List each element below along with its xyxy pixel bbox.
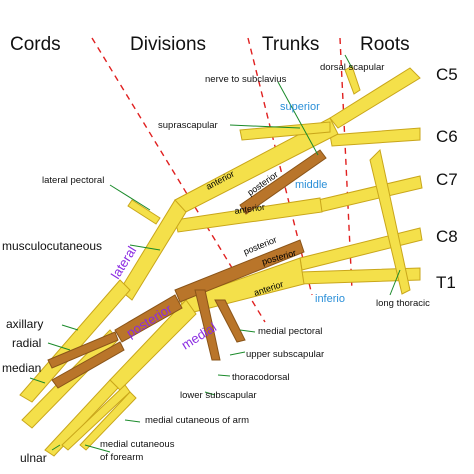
label-dorsal-scapular: dorsal scapular (320, 62, 384, 73)
label-medial-cutaneous-forearm-line2: of forearm (100, 452, 143, 463)
leader-lower-subscapular (204, 391, 216, 396)
trunk-label-superior: superior (280, 101, 320, 113)
header-cords: Cords (10, 34, 61, 55)
upper-subscapular-nerve (214, 299, 246, 343)
leader-lines (29, 54, 401, 453)
trunk-label-middle: middle (295, 179, 327, 191)
label-median: median (2, 361, 41, 375)
label-upper-subscapular: upper subscapular (246, 349, 324, 360)
posterior-division-1 (239, 149, 327, 215)
lateral-cord (119, 199, 187, 301)
posterior-division-2 (174, 239, 305, 303)
label-medial-cutaneous-forearm-line1: medial cutaneous (100, 439, 175, 450)
leader-dorsal-scapular (344, 54, 353, 69)
leader-ulnar (51, 444, 61, 451)
ulnar-nerve (44, 379, 119, 457)
label-lower-subscapular: lower subscapular (180, 390, 257, 401)
root-c6 (329, 127, 421, 147)
label-lateral-pectoral: lateral pectoral (42, 175, 104, 186)
label-long-thoracic: long thoracic (376, 298, 430, 309)
leader-thoracodorsal (217, 374, 231, 377)
label-axillary: axillary (6, 317, 43, 331)
leader-suprascapular (229, 124, 301, 129)
label-thoracodorsal: thoracodorsal (232, 372, 290, 383)
long-thoracic-nerve (369, 148, 411, 295)
posterior-elements (47, 149, 327, 389)
label-suprascapular: suprascapular (158, 120, 218, 131)
leader-subclavius (277, 81, 319, 156)
posterior-cord (114, 294, 183, 343)
nerve-bundle (19, 65, 423, 457)
leader-medial-pectoral (239, 329, 256, 333)
leader-medial-cutaneous-forearm (84, 444, 111, 453)
root-label-c7: C7 (436, 170, 458, 189)
radial-nerve (51, 341, 125, 389)
leader-musculocutaneous (129, 244, 161, 251)
label-musculocutaneous: musculocutaneous (2, 239, 102, 253)
leader-median (29, 377, 46, 384)
axillary-nerve (47, 331, 119, 369)
suprascapular-nerve (239, 121, 331, 141)
label-nerve-to-subclavius: nerve to subclavius (205, 74, 287, 85)
leader-lateral-pectoral (109, 184, 151, 211)
trunk-label-inferior: inferio (315, 293, 345, 305)
medial-cutaneous-arm-nerve (79, 391, 137, 451)
division-label-anterior-2: anterior (234, 202, 266, 216)
leader-long-thoracic (389, 269, 401, 296)
root-label-c8: C8 (436, 227, 458, 246)
leader-radial (47, 342, 71, 351)
root-c5 (329, 67, 421, 129)
root-label-t1: T1 (436, 273, 456, 292)
label-ulnar: ulnar (20, 451, 47, 465)
leader-upper-subscapular (229, 351, 246, 356)
thoracodorsal-nerve (194, 289, 221, 361)
root-label-c5: C5 (436, 65, 458, 84)
label-medial-cutaneous-arm: medial cutaneous of arm (145, 415, 249, 426)
header-roots: Roots (360, 34, 410, 55)
root-label-c6: C6 (436, 127, 458, 146)
label-medial-pectoral: medial pectoral (258, 326, 322, 337)
header-trunks: Trunks (262, 34, 319, 55)
label-radial: radial (12, 336, 41, 350)
middle-trunk (174, 197, 323, 233)
root-c7 (317, 175, 423, 213)
leader-axillary (61, 324, 79, 331)
dorsal-scapular-nerve (344, 65, 361, 95)
musculocutaneous-nerve (19, 279, 131, 403)
lateral-pectoral-nerve (127, 199, 161, 225)
header-divisions: Divisions (130, 34, 206, 55)
leader-medial-cutaneous-arm (124, 419, 141, 423)
